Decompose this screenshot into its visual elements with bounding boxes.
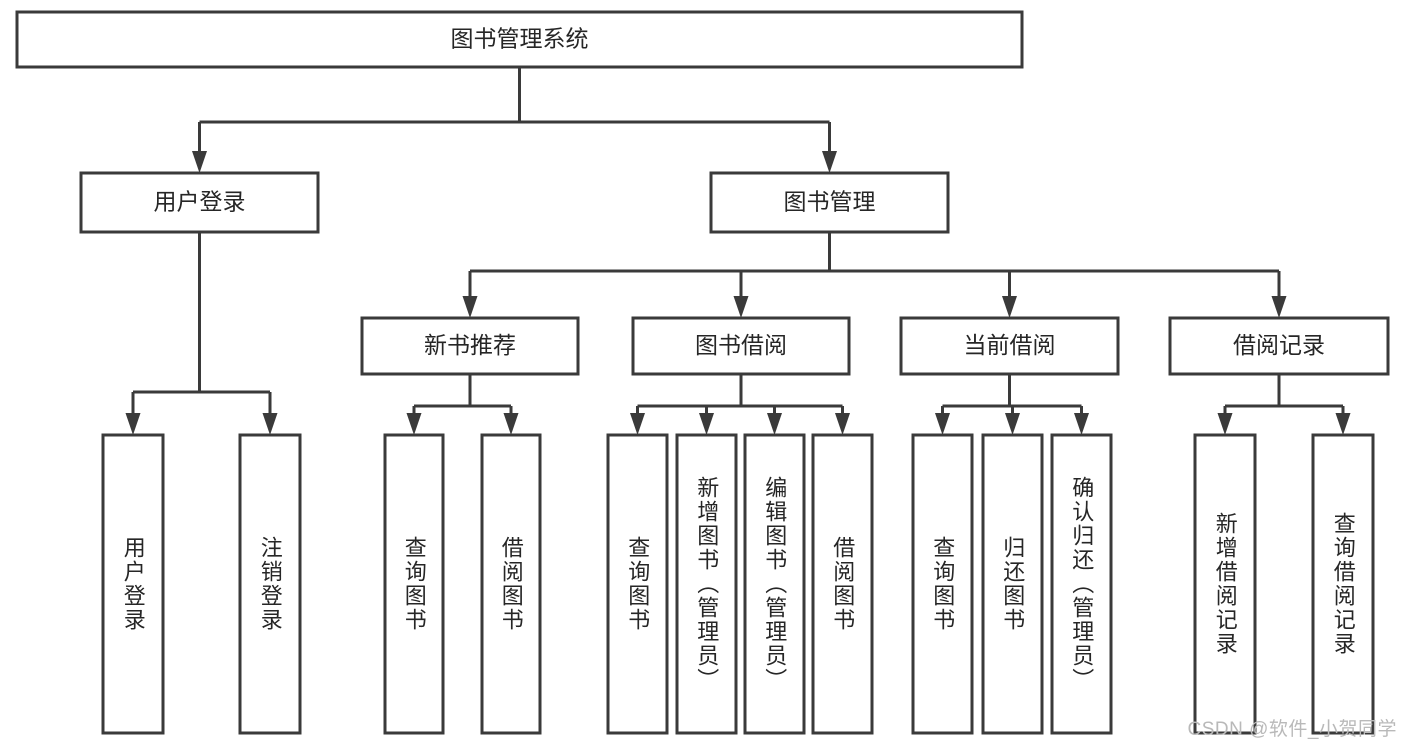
connectors-layer	[125, 67, 1351, 435]
arrow-head-icon	[935, 413, 950, 435]
node-box-leaf-query-book-1[interactable]	[383, 433, 445, 735]
arrow-head-icon	[822, 151, 837, 173]
arrow-head-icon	[1217, 413, 1233, 435]
arrow-head-icon	[699, 413, 714, 435]
arrow-head-icon	[192, 151, 207, 173]
node-box-book-borrow[interactable]	[631, 316, 851, 376]
node-box-root[interactable]	[15, 10, 1024, 69]
node-box-leaf-query-record[interactable]	[1311, 433, 1375, 735]
node-box-leaf-edit-book[interactable]	[743, 433, 806, 735]
arrow-head-icon	[733, 296, 749, 318]
node-box-leaf-user-login[interactable]	[101, 433, 165, 735]
watermark-text: CSDN @软件_小贺同学	[1187, 719, 1397, 740]
arrow-head-icon	[262, 413, 278, 435]
node-box-leaf-logout[interactable]	[238, 433, 302, 735]
node-boxes-layer	[15, 10, 1390, 735]
node-box-leaf-add-book[interactable]	[675, 433, 738, 735]
node-label-current-borrow: 当前借阅	[964, 332, 1056, 358]
node-box-user-login[interactable]	[79, 171, 320, 234]
arrow-head-icon	[125, 413, 141, 435]
node-box-book-manage[interactable]	[709, 171, 950, 234]
arrow-head-icon	[835, 413, 850, 435]
node-box-leaf-query-book-3[interactable]	[911, 433, 974, 735]
arrow-head-icon	[503, 413, 519, 435]
arrow-head-icon	[406, 413, 422, 435]
node-box-leaf-borrow-book-1[interactable]	[480, 433, 542, 735]
arrow-head-icon	[767, 413, 782, 435]
node-label-book-manage: 图书管理	[784, 189, 876, 215]
arrow-head-icon	[462, 296, 478, 318]
node-label-book-borrow: 图书借阅	[695, 332, 787, 358]
node-box-leaf-query-book-2[interactable]	[606, 433, 669, 735]
arrow-head-icon	[630, 413, 645, 435]
arrow-head-icon	[1335, 413, 1351, 435]
node-box-borrow-record[interactable]	[1168, 316, 1390, 376]
node-box-new-book-rec[interactable]	[360, 316, 580, 376]
arrow-head-icon	[1271, 296, 1287, 318]
node-label-user-login: 用户登录	[154, 189, 246, 215]
node-label-new-book-rec: 新书推荐	[424, 332, 516, 358]
arrow-head-icon	[1002, 296, 1017, 318]
node-box-leaf-confirm-return[interactable]	[1050, 433, 1113, 735]
node-box-current-borrow[interactable]	[899, 316, 1120, 376]
node-box-leaf-add-record[interactable]	[1193, 433, 1257, 735]
arrow-head-icon	[1005, 413, 1020, 435]
node-label-borrow-record: 借阅记录	[1233, 332, 1325, 358]
node-box-leaf-return-book[interactable]	[981, 433, 1044, 735]
arrow-head-icon	[1074, 413, 1089, 435]
node-label-root: 图书管理系统	[451, 26, 589, 52]
node-box-leaf-borrow-book-2[interactable]	[811, 433, 874, 735]
